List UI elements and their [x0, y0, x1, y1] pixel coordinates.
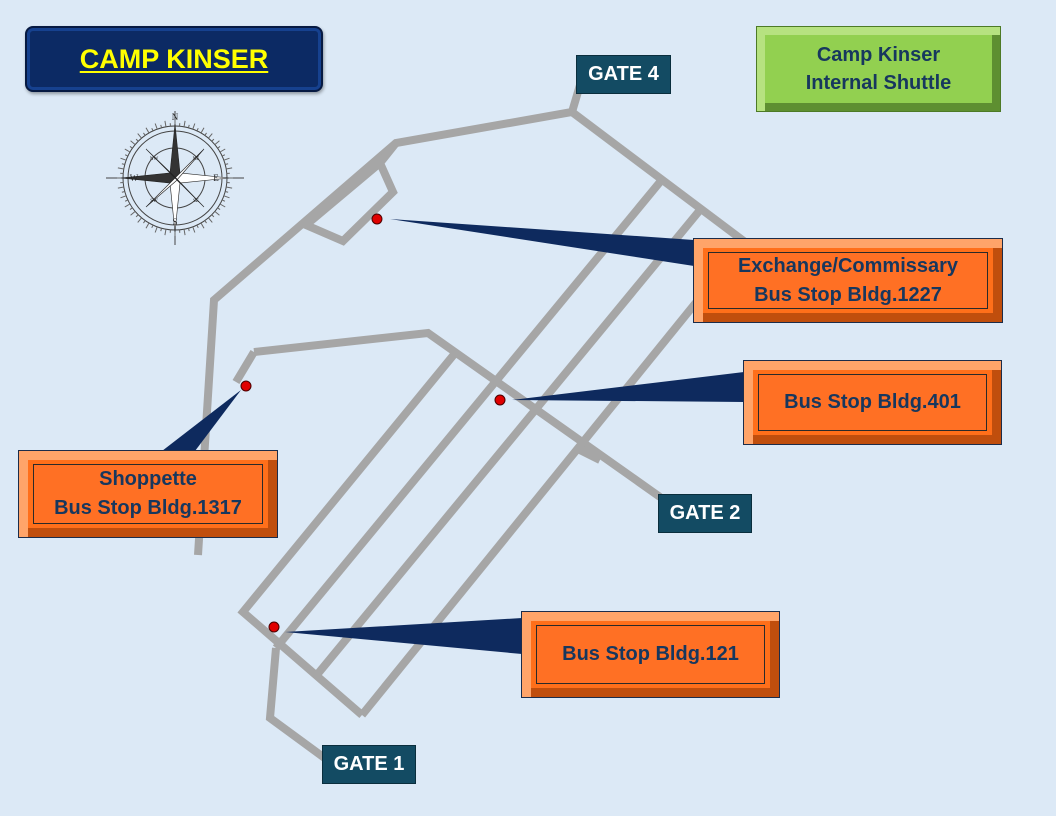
- title-banner: CAMP KINSER: [25, 26, 323, 92]
- road-gate1: [265, 647, 333, 766]
- road-mid-cross: [253, 328, 663, 501]
- callout-exchange: [390, 219, 694, 266]
- stop-box-401[interactable]: Bus Stop Bldg.401: [743, 360, 1002, 445]
- road-mid-west: [232, 349, 258, 385]
- compass-se: SE: [193, 199, 199, 204]
- road-diag-2: [312, 207, 704, 679]
- compass-n: N: [172, 112, 179, 122]
- road-gate4-east: [569, 108, 748, 246]
- stop-box-121[interactable]: Bus Stop Bldg.121: [521, 611, 780, 698]
- callout-121: [285, 618, 522, 654]
- compass-w: W: [130, 173, 139, 183]
- stop-marker-exchange[interactable]: [371, 213, 383, 225]
- shuttle-label-line1: Camp Kinser: [816, 44, 941, 66]
- compass-rose-icon: N S E W NW NE SW SE: [106, 111, 244, 245]
- shuttle-label-line2: Internal Shuttle: [805, 72, 952, 94]
- stop-401-line1: Bus Stop Bldg.401: [784, 391, 961, 413]
- compass-ne: NE: [193, 157, 200, 162]
- stop-marker-shoppette[interactable]: [240, 380, 252, 392]
- stop-markers: [240, 213, 506, 633]
- stop-exchange-line1: Exchange/Commissary: [737, 254, 959, 277]
- stop-box-shoppette[interactable]: Shoppette Bus Stop Bldg.1317: [18, 450, 278, 538]
- road-diag-1: [272, 179, 664, 651]
- map-title: CAMP KINSER: [79, 43, 269, 74]
- stop-121-line1: Bus Stop Bldg.121: [562, 643, 739, 665]
- road-gate2-link: [578, 446, 602, 464]
- compass-sw: SW: [150, 199, 158, 204]
- shuttle-label-box: Camp Kinser Internal Shuttle: [756, 26, 1001, 112]
- stop-shoppette-line1: Shoppette: [99, 468, 197, 490]
- road-network: [194, 83, 749, 766]
- compass-e: E: [213, 173, 219, 183]
- callout-shoppette: [162, 390, 241, 451]
- callout-pointers: [162, 219, 744, 654]
- gate-2-label: GATE 2: [658, 494, 752, 533]
- road-upper-spur: [298, 140, 400, 246]
- callout-401: [512, 372, 744, 402]
- stop-exchange-line2: Bus Stop Bldg.1227: [754, 283, 942, 306]
- stop-shoppette-line2: Bus Stop Bldg.1317: [54, 497, 242, 519]
- compass-nw: NW: [150, 157, 159, 162]
- compass-s: S: [172, 217, 177, 227]
- gate-1-label: GATE 1: [322, 745, 416, 784]
- stop-marker-401[interactable]: [494, 394, 506, 406]
- gate-4-label: GATE 4: [576, 55, 671, 94]
- road-diag-inner: [237, 349, 460, 719]
- stop-box-exchange[interactable]: Exchange/Commissary Bus Stop Bldg.1227: [693, 238, 1003, 323]
- stop-marker-121[interactable]: [268, 621, 280, 633]
